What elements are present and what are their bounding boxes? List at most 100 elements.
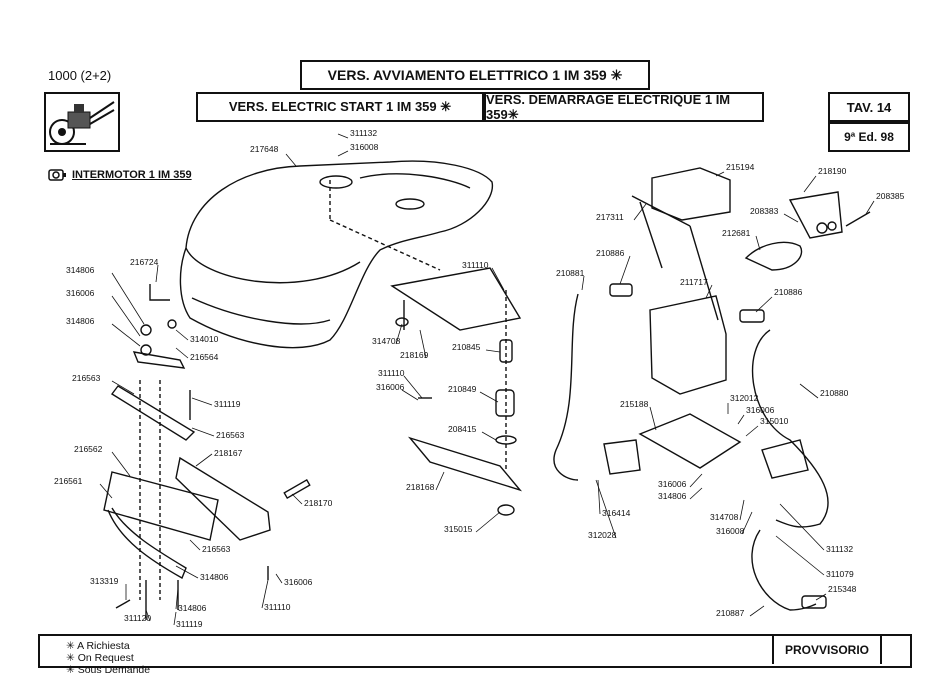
leader-line (285, 153, 297, 167)
part-code: 218170 (304, 498, 333, 508)
leader-line (155, 264, 159, 283)
note-line: ✳ Sous Demande (66, 664, 151, 676)
leader-line (633, 203, 647, 221)
leader-line (111, 295, 141, 337)
part-code: 311110 (378, 368, 405, 378)
part-code: 312012 (730, 393, 759, 403)
note-line: ✳ On Request (66, 652, 134, 664)
part-code: 216564 (190, 352, 219, 362)
leader-line (597, 479, 601, 515)
leader-line (175, 587, 179, 610)
part-code: 216562 (74, 444, 103, 454)
leader-line (401, 389, 419, 401)
part-code: 218168 (406, 482, 435, 492)
note-line: ✳ A Richiesta (66, 640, 130, 652)
left-brackets-drawing (103, 284, 311, 620)
part-code: 311119 (214, 399, 241, 409)
leader-line (395, 323, 403, 345)
part-code: 314806 (200, 572, 229, 582)
leader-line (741, 511, 753, 535)
part-code: 311110 (462, 260, 489, 270)
leader-line (689, 487, 703, 500)
hood-drawing (179, 160, 494, 349)
leader-line (745, 425, 759, 437)
part-code: 210886 (596, 248, 625, 258)
leader-line (803, 175, 817, 193)
part-labels: 217648 311132 316008 216724 314806 316006 3148… (54, 128, 905, 629)
leader-line (261, 579, 269, 609)
leader-line (195, 453, 213, 467)
part-code: 208383 (750, 206, 779, 216)
part-code: 313319 (90, 576, 119, 586)
part-code: 216724 (130, 257, 159, 267)
leader-line (175, 347, 189, 359)
part-code: 316006 (66, 288, 95, 298)
leader-line (739, 499, 745, 521)
leader-line (715, 171, 725, 177)
leader-line (865, 200, 875, 215)
title-french: VERS. DEMARRAGE ELECTRIQUE 1 IM 359✳ (484, 92, 764, 122)
leader-line (99, 483, 113, 499)
part-code: 216561 (54, 476, 83, 486)
part-code: 210881 (556, 268, 585, 278)
title-english: VERS. ELECTRIC START 1 IM 359 ✳ (196, 92, 484, 122)
leader-line (755, 235, 761, 251)
center-bracket-drawing (329, 180, 523, 516)
part-code: 212681 (722, 228, 751, 238)
cables-drawing (553, 283, 829, 611)
part-code: 316008 (716, 526, 745, 536)
part-code: 218167 (214, 448, 243, 458)
leader-line (619, 255, 631, 285)
leader-line (689, 473, 703, 488)
part-code: 217648 (250, 144, 279, 154)
leader-line (475, 511, 501, 533)
part-code: 218190 (818, 166, 847, 176)
tractor-thumbnail (44, 92, 120, 152)
part-code: 215348 (828, 584, 857, 594)
part-code: 316008 (350, 142, 379, 152)
footer-box (38, 634, 912, 668)
leader-line (435, 471, 445, 491)
leader-line (783, 213, 799, 223)
part-code: 314806 (658, 491, 687, 501)
leader-line (337, 133, 349, 139)
leader-line (111, 451, 131, 477)
part-code: 315010 (760, 416, 789, 426)
part-code: 210887 (716, 608, 745, 618)
leader-line (485, 349, 501, 353)
switch-drawing (744, 191, 871, 479)
part-code: 314708 (710, 512, 739, 522)
leader-line (419, 329, 427, 359)
leader-line (595, 479, 617, 539)
leader-line (111, 380, 135, 395)
part-code: 210880 (820, 388, 849, 398)
model-label: 1000 (2+2) (48, 68, 112, 83)
leader-line (191, 397, 213, 406)
battery-drawing (603, 167, 742, 475)
table-number: TAV. 14 (828, 92, 910, 122)
leader-line (479, 391, 499, 403)
leader-line (705, 284, 713, 299)
leader-line (111, 323, 141, 347)
part-code: 314806 (66, 265, 95, 275)
part-code: 210849 (448, 384, 477, 394)
part-code: 208415 (448, 424, 477, 434)
part-code: 311132 (350, 128, 377, 138)
part-code: 208385 (876, 191, 905, 201)
leader-line (581, 275, 585, 291)
part-code: 215194 (726, 162, 755, 172)
part-code: 210845 (452, 342, 481, 352)
leader-line (175, 565, 199, 579)
engine-icon (48, 169, 66, 181)
part-code: 216563 (216, 430, 245, 440)
part-code: 314806 (66, 316, 95, 326)
part-code: 315015 (444, 524, 473, 534)
leader-line (403, 375, 423, 399)
part-code: 316006 (658, 479, 687, 489)
engine-label: INTERMOTOR 1 IM 359 (48, 168, 192, 182)
part-code: 316006 (376, 382, 405, 392)
leader-line (649, 406, 657, 431)
leader-line (481, 431, 497, 441)
part-code: 210886 (774, 287, 803, 297)
